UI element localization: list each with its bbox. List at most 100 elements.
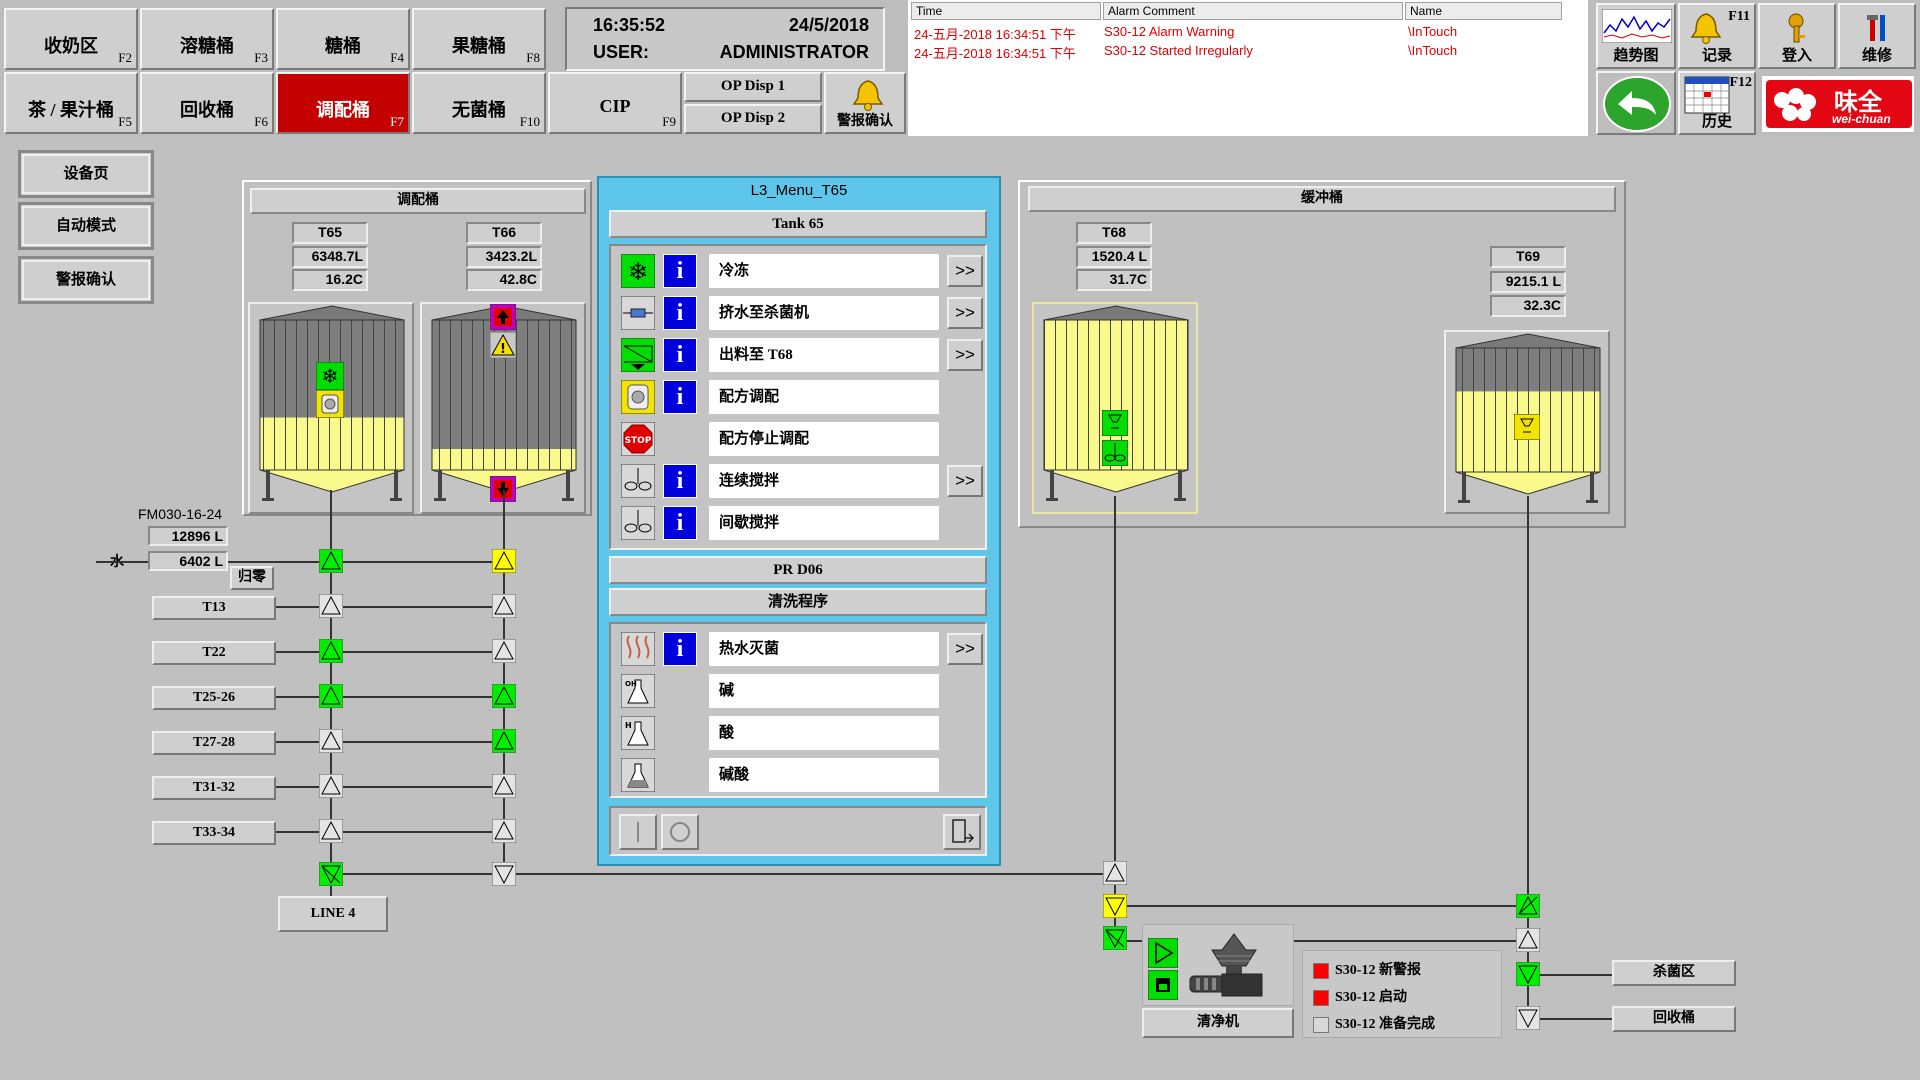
valve-green[interactable]: [319, 639, 343, 663]
valve-yellow[interactable]: [492, 549, 516, 573]
stop-sign-icon[interactable]: STOP: [621, 422, 655, 456]
more-button[interactable]: >>: [947, 297, 983, 329]
menu-item-alkali-acid[interactable]: 碱酸: [709, 758, 939, 792]
valve-green[interactable]: [492, 684, 516, 708]
valve-down-green[interactable]: [319, 862, 343, 886]
hot-water-icon[interactable]: [621, 632, 655, 666]
valve-green[interactable]: [319, 549, 343, 573]
agitator-icon[interactable]: [621, 464, 655, 498]
filling-icon[interactable]: [1514, 414, 1540, 440]
line-4-button[interactable]: LINE 4: [278, 896, 388, 932]
off-button[interactable]: [661, 814, 699, 850]
maintenance-button[interactable]: 维修: [1838, 3, 1916, 69]
equipment-page-button[interactable]: 设备页: [18, 150, 154, 198]
separator-icon[interactable]: [1186, 930, 1286, 1002]
recipe-icon[interactable]: [621, 380, 655, 414]
info-icon[interactable]: i: [663, 254, 697, 288]
record-button[interactable]: F11 记录: [1678, 3, 1756, 69]
valve-off[interactable]: [492, 774, 516, 798]
more-button[interactable]: >>: [947, 339, 983, 371]
valve-down-alarm-icon[interactable]: [490, 476, 516, 502]
info-icon[interactable]: i: [663, 632, 697, 666]
recycle-tank-button[interactable]: 回收桶: [1612, 1006, 1736, 1032]
alarm-ack-button[interactable]: 警报确认: [824, 72, 906, 134]
valve-green[interactable]: [492, 729, 516, 753]
valve-up-alarm-icon[interactable]: [490, 304, 516, 330]
freeze-icon[interactable]: ❄: [316, 362, 344, 390]
menu-item-alkali[interactable]: 碱: [709, 674, 939, 708]
stop-icon[interactable]: [1148, 970, 1178, 1000]
alarm-row-name[interactable]: \InTouch: [1408, 24, 1458, 39]
valve-off[interactable]: [319, 774, 343, 798]
line-t33-34-label[interactable]: T33-34: [152, 821, 276, 845]
valve-down-off[interactable]: [492, 862, 516, 886]
menu-item-hot-water[interactable]: 热水灭菌: [709, 632, 939, 666]
valve-down-yellow[interactable]: [1103, 894, 1127, 918]
reset-button[interactable]: 归零: [230, 566, 274, 590]
line-t13-label[interactable]: T13: [152, 596, 276, 620]
login-button[interactable]: 登入: [1758, 3, 1836, 69]
alarm-row-comment[interactable]: S30-12 Started Irregularly: [1104, 43, 1253, 58]
valve-off[interactable]: [492, 594, 516, 618]
back-button[interactable]: [1596, 71, 1676, 135]
discharge-icon[interactable]: [621, 338, 655, 372]
valve-down-green[interactable]: [1516, 962, 1540, 986]
recipe-icon[interactable]: [316, 390, 344, 418]
menu-item-freeze[interactable]: 冷冻: [709, 254, 939, 288]
info-icon[interactable]: i: [663, 380, 697, 414]
auto-mode-button[interactable]: 自动模式: [18, 202, 154, 250]
valve-off[interactable]: [492, 639, 516, 663]
freeze-icon[interactable]: ❄: [621, 254, 655, 288]
valve-down-green[interactable]: [1103, 926, 1127, 950]
more-button[interactable]: >>: [947, 465, 983, 497]
valve-off[interactable]: [1516, 928, 1540, 952]
valve-off[interactable]: [319, 819, 343, 843]
alarm-row-comment[interactable]: S30-12 Alarm Warning: [1104, 24, 1235, 39]
valve-down-off[interactable]: [1516, 1006, 1540, 1030]
info-icon[interactable]: i: [663, 506, 697, 540]
alkali-flask-icon[interactable]: OH: [621, 674, 655, 708]
play-icon[interactable]: [1148, 938, 1178, 968]
valve-off[interactable]: [1103, 861, 1127, 885]
trend-button[interactable]: 趋势图: [1596, 3, 1676, 69]
info-icon[interactable]: i: [663, 296, 697, 330]
op-disp-2-button[interactable]: OP Disp 2: [684, 104, 822, 134]
more-button[interactable]: >>: [947, 633, 983, 665]
line-t25-26-label[interactable]: T25-26: [152, 686, 276, 710]
valve-off[interactable]: [319, 729, 343, 753]
menu-item-squeeze[interactable]: 挤水至杀菌机: [709, 296, 939, 330]
valve-off[interactable]: [492, 819, 516, 843]
menu-item-acid[interactable]: 酸: [709, 716, 939, 750]
alarm-row-time[interactable]: 24-五月-2018 16:34:51 下午: [914, 27, 1076, 42]
side-alarm-ack-button[interactable]: 警报确认: [18, 256, 154, 304]
sterilize-zone-button[interactable]: 杀菌区: [1612, 960, 1736, 986]
menu-item-discharge[interactable]: 出料至 T68: [709, 338, 939, 372]
exit-button[interactable]: [943, 814, 981, 850]
valve-off[interactable]: [319, 594, 343, 618]
alarm-list[interactable]: Time Alarm Comment Name 24-五月-2018 16:34…: [908, 0, 1588, 136]
on-button[interactable]: [619, 814, 657, 850]
line-t31-32-label[interactable]: T31-32: [152, 776, 276, 800]
menu-item-continuous-stir[interactable]: 连续搅拌: [709, 464, 939, 498]
valve-green[interactable]: [1516, 894, 1540, 918]
line-t27-28-label[interactable]: T27-28: [152, 731, 276, 755]
alkali-acid-flask-icon[interactable]: [621, 758, 655, 792]
menu-item-recipe-stop[interactable]: 配方停止调配: [709, 422, 939, 456]
agitator-icon[interactable]: [621, 506, 655, 540]
separator-label[interactable]: 清净机: [1142, 1008, 1294, 1038]
alarm-col-time[interactable]: Time: [911, 2, 1101, 20]
agitator-icon[interactable]: [1102, 440, 1128, 466]
more-button[interactable]: >>: [947, 255, 983, 287]
alarm-row-name[interactable]: \InTouch: [1408, 43, 1458, 58]
op-disp-1-button[interactable]: OP Disp 1: [684, 72, 822, 102]
alarm-row-time[interactable]: 24-五月-2018 16:34:51 下午: [914, 46, 1076, 61]
valve-green[interactable]: [319, 684, 343, 708]
